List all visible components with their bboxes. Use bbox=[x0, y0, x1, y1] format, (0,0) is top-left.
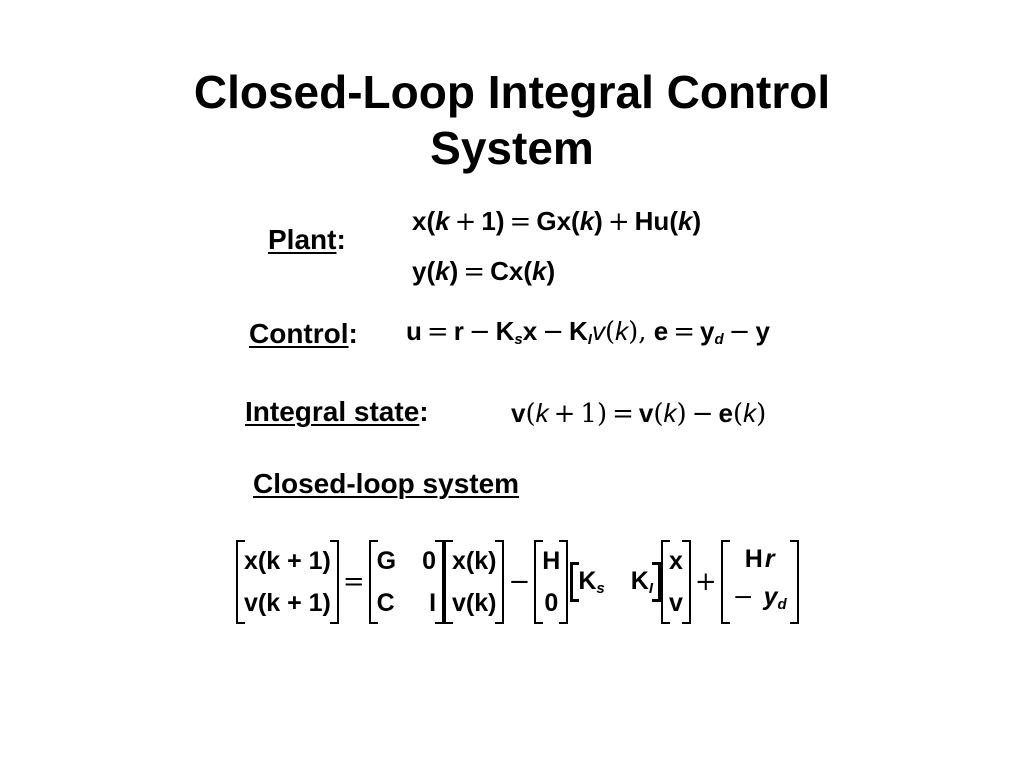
gain-row-vector: Ks KI bbox=[570, 562, 661, 602]
plant-state-equation: x(k+1)=Gx(k)+Hu(k) bbox=[412, 206, 702, 237]
plant-output-equation: y(k)=Cx(k) bbox=[412, 256, 556, 287]
equals-sign: = bbox=[342, 567, 365, 597]
lhs-row-1: x(k + 1) bbox=[244, 547, 331, 575]
integral-state-equation: v(k+1)=v(k)−e(k) bbox=[511, 398, 767, 429]
lhs-vector: x(k + 1) v(k + 1) bbox=[236, 540, 339, 624]
plus-sign: + bbox=[694, 567, 717, 597]
closed-loop-label: Closed-loop system bbox=[253, 468, 520, 499]
input-matrix: H 0 bbox=[534, 540, 569, 624]
state-vector: x(k) v(k) bbox=[444, 540, 505, 624]
title-line-2: System bbox=[430, 122, 594, 174]
slide-title: Closed-Loop Integral Control System bbox=[0, 64, 1024, 176]
integral-state-label: Integral state: bbox=[245, 396, 429, 427]
minus-sign: − bbox=[508, 567, 531, 597]
augmented-state-vector: x v bbox=[660, 540, 691, 624]
control-label: Control: bbox=[249, 318, 358, 349]
lhs-row-2: v(k + 1) bbox=[244, 589, 331, 617]
control-law-equation: u=r−Ksx−KIv(k), e=yd−y bbox=[406, 316, 770, 348]
title-line-1: Closed-Loop Integral Control bbox=[193, 66, 831, 118]
plant-label: Plant: bbox=[268, 224, 346, 255]
